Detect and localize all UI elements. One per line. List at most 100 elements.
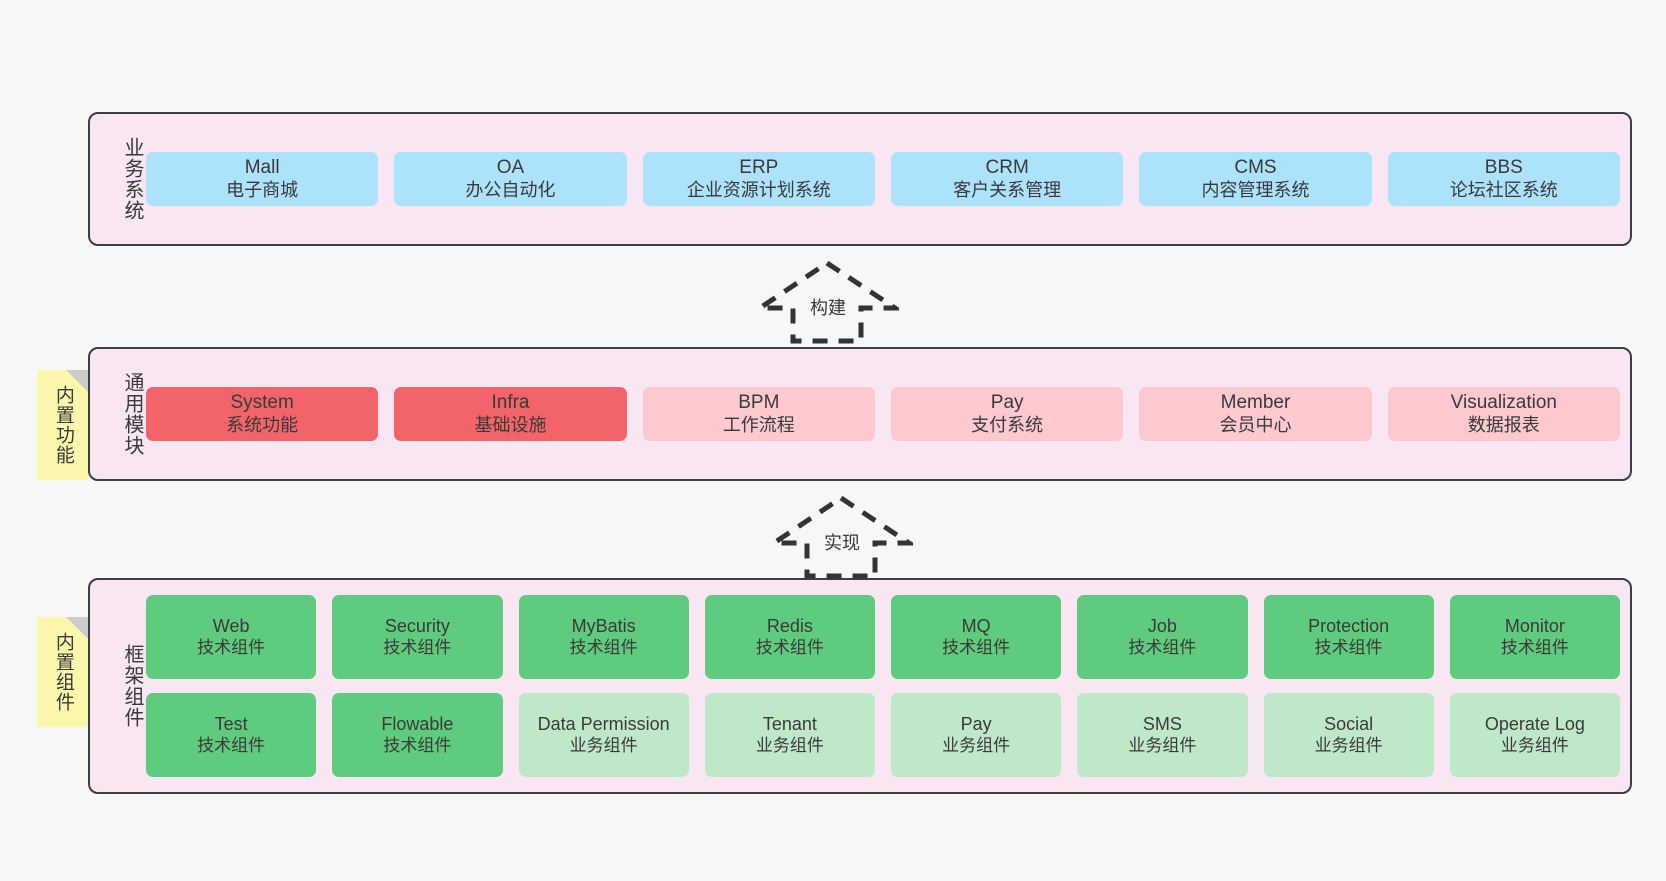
layer-title-framework-components: 框架组件 xyxy=(121,644,143,728)
card-title-cn: 技术组件 xyxy=(755,637,824,657)
card-title-cn: 技术组件 xyxy=(383,637,452,657)
card-title-cn: 技术组件 xyxy=(1314,637,1383,657)
card-title-cn: 业务组件 xyxy=(755,735,824,755)
connector-build-arrow: 构建 xyxy=(757,260,899,344)
page-fold-icon xyxy=(66,617,88,639)
card-pay-component[interactable]: Pay 业务组件 xyxy=(891,693,1062,777)
card-title-cn: 系统功能 xyxy=(226,414,299,435)
card-title-en: Data Permission xyxy=(537,713,670,734)
card-title-en: Operate Log xyxy=(1484,713,1585,734)
card-title-en: MQ xyxy=(961,615,991,636)
card-row: System 系统功能 Infra 基础设施 BPM 工作流程 Pay 支付系统… xyxy=(146,387,1620,441)
card-title-en: Security xyxy=(384,615,450,636)
card-flowable[interactable]: Flowable 技术组件 xyxy=(332,693,503,777)
layer-title-common-modules: 通用模块 xyxy=(121,372,143,456)
connector-implement-arrow: 实现 xyxy=(771,495,913,579)
card-job[interactable]: Job 技术组件 xyxy=(1077,595,1248,679)
card-title-en: Mall xyxy=(244,157,280,179)
card-infra[interactable]: Infra 基础设施 xyxy=(394,387,627,441)
card-data-permission[interactable]: Data Permission 业务组件 xyxy=(518,693,689,777)
card-row-technical: Web 技术组件 Security 技术组件 MyBatis 技术组件 Redi… xyxy=(146,595,1620,679)
card-title-en: SMS xyxy=(1142,713,1182,734)
card-mq[interactable]: MQ 技术组件 xyxy=(891,595,1062,679)
card-title-en: Test xyxy=(214,713,248,734)
card-title-en: Visualization xyxy=(1450,392,1557,414)
card-title-en: Job xyxy=(1147,615,1177,636)
layer-framework-components: 框架组件 Web 技术组件 Security 技术组件 MyBatis 技术组件… xyxy=(88,578,1632,794)
card-member[interactable]: Member 会员中心 xyxy=(1139,387,1372,441)
card-title-cn: 支付系统 xyxy=(971,414,1044,435)
card-mybatis[interactable]: MyBatis 技术组件 xyxy=(518,595,689,679)
card-title-en: Social xyxy=(1324,713,1374,734)
card-title-en: Member xyxy=(1220,392,1291,414)
card-operate-log[interactable]: Operate Log 业务组件 xyxy=(1449,693,1620,777)
card-title-cn: 技术组件 xyxy=(197,735,266,755)
card-title-en: BPM xyxy=(738,392,780,414)
card-title-cn: 技术组件 xyxy=(569,637,638,657)
card-title-cn: 基础设施 xyxy=(474,414,547,435)
card-title-cn: 会员中心 xyxy=(1219,414,1292,435)
card-title-cn: 电子商城 xyxy=(226,179,299,200)
card-bpm[interactable]: BPM 工作流程 xyxy=(642,387,875,441)
card-social[interactable]: Social 业务组件 xyxy=(1263,693,1434,777)
card-title-en: MyBatis xyxy=(571,615,636,636)
card-title-cn: 业务组件 xyxy=(1314,735,1383,755)
card-cms[interactable]: CMS 内容管理系统 xyxy=(1139,152,1372,206)
card-title-en: Pay xyxy=(990,392,1024,414)
card-test[interactable]: Test 技术组件 xyxy=(146,693,317,777)
card-title-cn: 技术组件 xyxy=(383,735,452,755)
card-mall[interactable]: Mall 电子商城 xyxy=(146,152,379,206)
layer-body-common-modules: System 系统功能 Infra 基础设施 BPM 工作流程 Pay 支付系统… xyxy=(144,349,1630,479)
card-title-cn: 数据报表 xyxy=(1467,414,1540,435)
card-title-en: Redis xyxy=(766,615,813,636)
sticky-note-label: 内置组件 xyxy=(52,632,74,712)
card-protection[interactable]: Protection 技术组件 xyxy=(1263,595,1434,679)
card-title-cn: 内容管理系统 xyxy=(1201,179,1310,200)
card-row-business: Test 技术组件 Flowable 技术组件 Data Permission … xyxy=(146,693,1620,777)
card-title-en: ERP xyxy=(739,157,779,179)
layer-business-systems: 业务系统 Mall 电子商城 OA 办公自动化 ERP 企业资源计划系统 CRM… xyxy=(88,112,1632,246)
layer-common-modules: 通用模块 System 系统功能 Infra 基础设施 BPM 工作流程 Pay… xyxy=(88,347,1632,481)
card-title-en: Infra xyxy=(491,392,530,414)
card-title-cn: 企业资源计划系统 xyxy=(686,179,831,200)
card-title-en: Monitor xyxy=(1504,615,1565,636)
card-title-en: Protection xyxy=(1308,615,1390,636)
layer-body-framework-components: Web 技术组件 Security 技术组件 MyBatis 技术组件 Redi… xyxy=(144,580,1630,792)
card-system[interactable]: System 系统功能 xyxy=(146,387,379,441)
card-erp[interactable]: ERP 企业资源计划系统 xyxy=(642,152,875,206)
sticky-note-builtin-components: 内置组件 xyxy=(37,617,88,727)
card-security[interactable]: Security 技术组件 xyxy=(332,595,503,679)
card-title-en: Tenant xyxy=(762,713,817,734)
card-monitor[interactable]: Monitor 技术组件 xyxy=(1449,595,1620,679)
card-pay-module[interactable]: Pay 支付系统 xyxy=(890,387,1124,441)
card-tenant[interactable]: Tenant 业务组件 xyxy=(704,693,875,777)
card-title-cn: 工作流程 xyxy=(722,414,795,435)
card-title-en: Flowable xyxy=(381,713,454,734)
card-title-en: System xyxy=(230,392,294,414)
card-title-en: CRM xyxy=(985,157,1029,179)
layer-body-business-systems: Mall 电子商城 OA 办公自动化 ERP 企业资源计划系统 CRM 客户关系… xyxy=(144,114,1630,244)
sticky-note-label: 内置功能 xyxy=(52,385,74,465)
card-visualization[interactable]: Visualization 数据报表 xyxy=(1387,387,1620,441)
card-title-cn: 业务组件 xyxy=(1500,735,1569,755)
card-title-cn: 技术组件 xyxy=(1500,637,1569,657)
page-fold-icon xyxy=(66,370,88,392)
card-bbs[interactable]: BBS 论坛社区系统 xyxy=(1387,152,1620,206)
card-oa[interactable]: OA 办公自动化 xyxy=(394,152,627,206)
card-crm[interactable]: CRM 客户关系管理 xyxy=(890,152,1124,206)
card-title-cn: 客户关系管理 xyxy=(953,179,1062,200)
card-title-en: Web xyxy=(212,615,250,636)
card-title-en: OA xyxy=(496,157,525,179)
card-title-cn: 技术组件 xyxy=(942,637,1011,657)
layer-title-business-systems: 业务系统 xyxy=(121,137,143,221)
card-row: Mall 电子商城 OA 办公自动化 ERP 企业资源计划系统 CRM 客户关系… xyxy=(146,152,1620,206)
card-sms[interactable]: SMS 业务组件 xyxy=(1077,693,1248,777)
card-web[interactable]: Web 技术组件 xyxy=(146,595,317,679)
card-title-cn: 论坛社区系统 xyxy=(1449,179,1558,200)
card-title-en: Pay xyxy=(960,713,992,734)
card-redis[interactable]: Redis 技术组件 xyxy=(704,595,875,679)
card-title-cn: 技术组件 xyxy=(1128,637,1197,657)
card-title-cn: 业务组件 xyxy=(1128,735,1197,755)
connector-implement-label: 实现 xyxy=(824,533,860,553)
